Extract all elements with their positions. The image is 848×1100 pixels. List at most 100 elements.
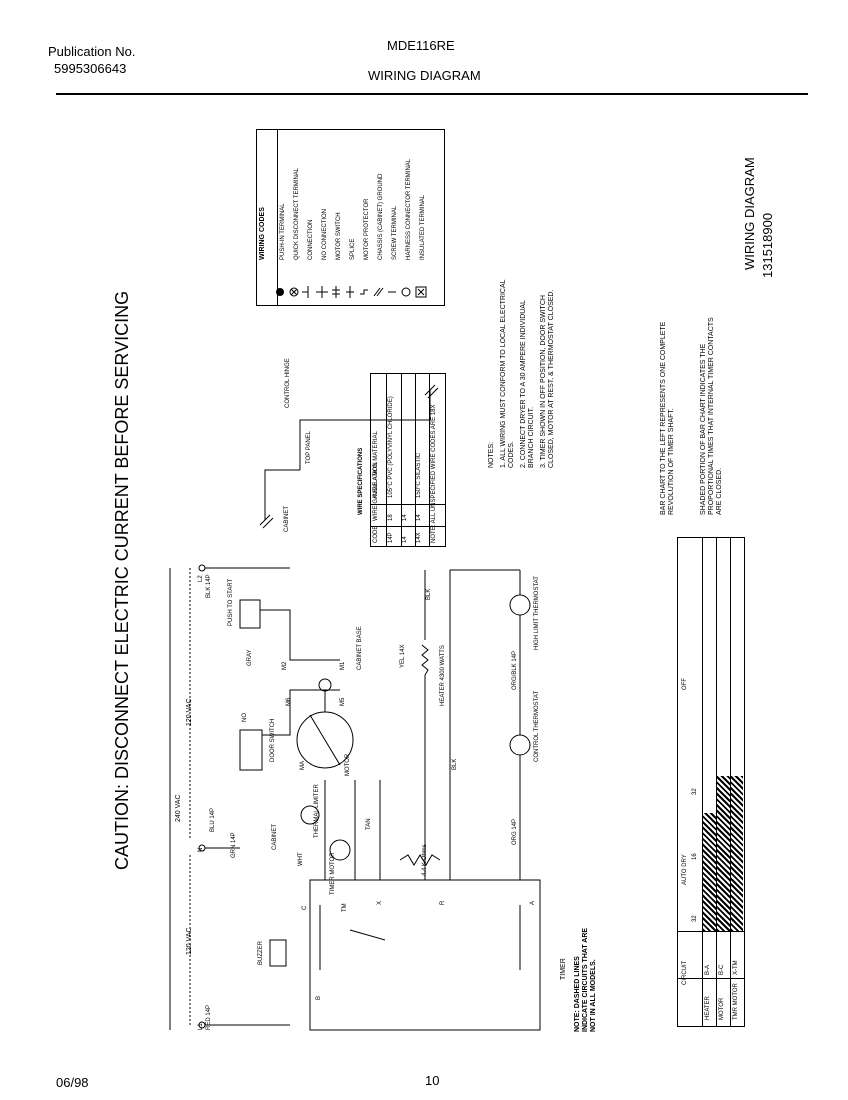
buzzer-icon bbox=[269, 939, 287, 967]
wiring-schematic bbox=[169, 384, 541, 1031]
resistor-icon bbox=[399, 854, 441, 866]
timer-chart-code-ba: B-A bbox=[705, 964, 711, 975]
timer-chart-off: OFF bbox=[682, 678, 688, 690]
wiring-codes-symbols bbox=[276, 286, 427, 298]
publication-label: Publication No. bbox=[48, 44, 136, 59]
dashed-lines-note: NOTE: DASHED LINES INDICATE CIRCUITS THA… bbox=[574, 927, 597, 1032]
label-120vac-bottom: 120 VAC bbox=[186, 927, 193, 956]
bar-chart-note-1: BAR CHART TO THE LEFT REPRESENTS ONE COM… bbox=[660, 321, 675, 515]
motor-switch-icon bbox=[332, 286, 340, 298]
label-thermal-limiter: THERMAL LIMITER bbox=[314, 784, 320, 838]
insulated-terminal-icon bbox=[415, 286, 427, 298]
label-term-a: A bbox=[530, 900, 536, 905]
code-insulated-terminal: INSULATED TERMINAL bbox=[420, 194, 426, 260]
label-wire-yel: YEL 14X bbox=[400, 644, 406, 668]
code-splice: SPLICE bbox=[350, 238, 356, 260]
heater-shaded-bar bbox=[703, 813, 716, 931]
ground-wire-top bbox=[264, 390, 431, 520]
side-title-line1: WIRING DIAGRAM bbox=[742, 157, 757, 270]
label-term-no: NO bbox=[242, 713, 248, 722]
code-no-connection: NO CONNECTION bbox=[322, 209, 328, 260]
motor-shaded-bar bbox=[717, 776, 730, 931]
timer-chart-code-bc: B-C bbox=[719, 964, 725, 975]
connection-icon bbox=[302, 286, 309, 298]
timer-motor-shaded-bar bbox=[731, 776, 743, 931]
timer-motor-icon bbox=[329, 839, 351, 861]
cabinet-ground-icon bbox=[259, 514, 274, 529]
wire-specs-row bbox=[371, 504, 445, 505]
push-in-terminal-icon bbox=[276, 288, 284, 296]
label-term-m2: M2 bbox=[282, 661, 288, 670]
timer-chart-auto-dry: AUTO DRY bbox=[682, 854, 688, 885]
timer-chart-code-xtm: X-TM bbox=[733, 960, 739, 975]
label-wire-tan: TAN bbox=[366, 818, 372, 830]
harness-connector-icon bbox=[401, 287, 411, 297]
label-wire-orgblk: ORG/BLK 14P bbox=[512, 650, 518, 690]
timer-chart-row-tmr-motor: TMR MOTOR bbox=[733, 983, 739, 1020]
no-connection-icon bbox=[316, 286, 328, 298]
label-wire-gray: GRAY bbox=[247, 649, 253, 666]
label-motor: MOTOR bbox=[345, 753, 351, 776]
label-term-m6: M6 bbox=[286, 697, 292, 706]
label-blu-14p: BLU 14P bbox=[210, 807, 216, 832]
wire-specs-row bbox=[371, 526, 445, 527]
label-l1: L1 bbox=[198, 1023, 204, 1030]
label-term-m5: M5 bbox=[340, 697, 346, 706]
label-n: N bbox=[198, 847, 204, 852]
code-connection: CONNECTION bbox=[308, 219, 314, 260]
label-door-switch: DOOR SWITCH bbox=[270, 718, 276, 762]
timer-chart-col bbox=[716, 538, 717, 1026]
label-control-hinge: CONTROL HINGE bbox=[285, 358, 291, 408]
code-quick-disconnect: QUICK DISCONNECT TERMINAL bbox=[294, 167, 300, 260]
timer-chart-row bbox=[678, 978, 744, 979]
door-switch-body bbox=[239, 729, 263, 771]
wire-specs-col bbox=[386, 374, 387, 546]
timer-chart-col bbox=[730, 538, 731, 1026]
label-cabinet-lower: CABINET bbox=[272, 823, 278, 850]
timer-chart-tick-0: 32 bbox=[692, 788, 698, 795]
timer-chart-circuit: CIRCUIT bbox=[682, 960, 688, 985]
label-wire-blk-mid: BLK bbox=[452, 758, 458, 770]
motor-feed-wires bbox=[324, 780, 381, 880]
label-120vac-top: 120 VAC bbox=[186, 698, 193, 727]
label-240vac: 240 VAC bbox=[175, 794, 182, 823]
label-heater: HEATER 4300 WATTS bbox=[440, 645, 446, 706]
door-switch-wire bbox=[262, 689, 340, 736]
timer-contacts bbox=[319, 905, 521, 970]
publication-number: 5995306643 bbox=[54, 61, 127, 76]
label-term-tm: TM bbox=[342, 903, 348, 912]
blk-wire bbox=[449, 569, 520, 880]
code-screw-terminal: SCREW TERMINAL bbox=[392, 205, 398, 260]
timer-chart-row-heater: HEATER bbox=[705, 996, 711, 1020]
label-l2: L2 bbox=[198, 575, 204, 582]
section-title: WIRING DIAGRAM bbox=[368, 68, 481, 83]
control-thermostat-icon bbox=[509, 734, 531, 756]
wiring-codes-title: WIRING CODES bbox=[259, 207, 266, 260]
label-resistor: 4.4 K Ohms bbox=[422, 844, 428, 876]
code-motor-protector: MOTOR PROTECTOR bbox=[364, 198, 370, 260]
quick-disconnect-icon bbox=[289, 287, 299, 297]
label-control-thermostat: CONTROL THERMOSTAT bbox=[534, 690, 540, 762]
label-wire-blk-top: BLK bbox=[426, 588, 432, 600]
label-term-c: C bbox=[302, 905, 308, 910]
motor-switch-icon bbox=[318, 678, 332, 692]
label-term-b: B bbox=[316, 995, 322, 1000]
push-to-start-body bbox=[239, 599, 261, 629]
motor-protector-icon bbox=[360, 289, 368, 295]
push-to-start-wire bbox=[260, 609, 340, 661]
code-motor-switch: MOTOR SWITCH bbox=[336, 212, 342, 260]
heater-element bbox=[421, 570, 429, 676]
n-terminal-icon bbox=[198, 844, 206, 852]
splice-icon bbox=[346, 286, 354, 298]
l1-terminal-icon bbox=[198, 1021, 206, 1029]
timer-chart-row bbox=[678, 931, 744, 932]
label-cabinet-upper: CABINET bbox=[284, 505, 290, 532]
model-number: MDE116RE bbox=[387, 38, 455, 53]
label-grn-14p: GRN 14P bbox=[231, 832, 237, 858]
label-term-ma: MA bbox=[300, 761, 306, 770]
label-push-to-start: PUSH TO START bbox=[228, 578, 234, 626]
label-term-m1: M1 bbox=[340, 661, 346, 670]
header-rule bbox=[56, 93, 808, 95]
code-harness-connector: HARNESS CONNECTOR TERMINAL bbox=[406, 158, 412, 260]
label-term-r: R bbox=[440, 900, 446, 905]
